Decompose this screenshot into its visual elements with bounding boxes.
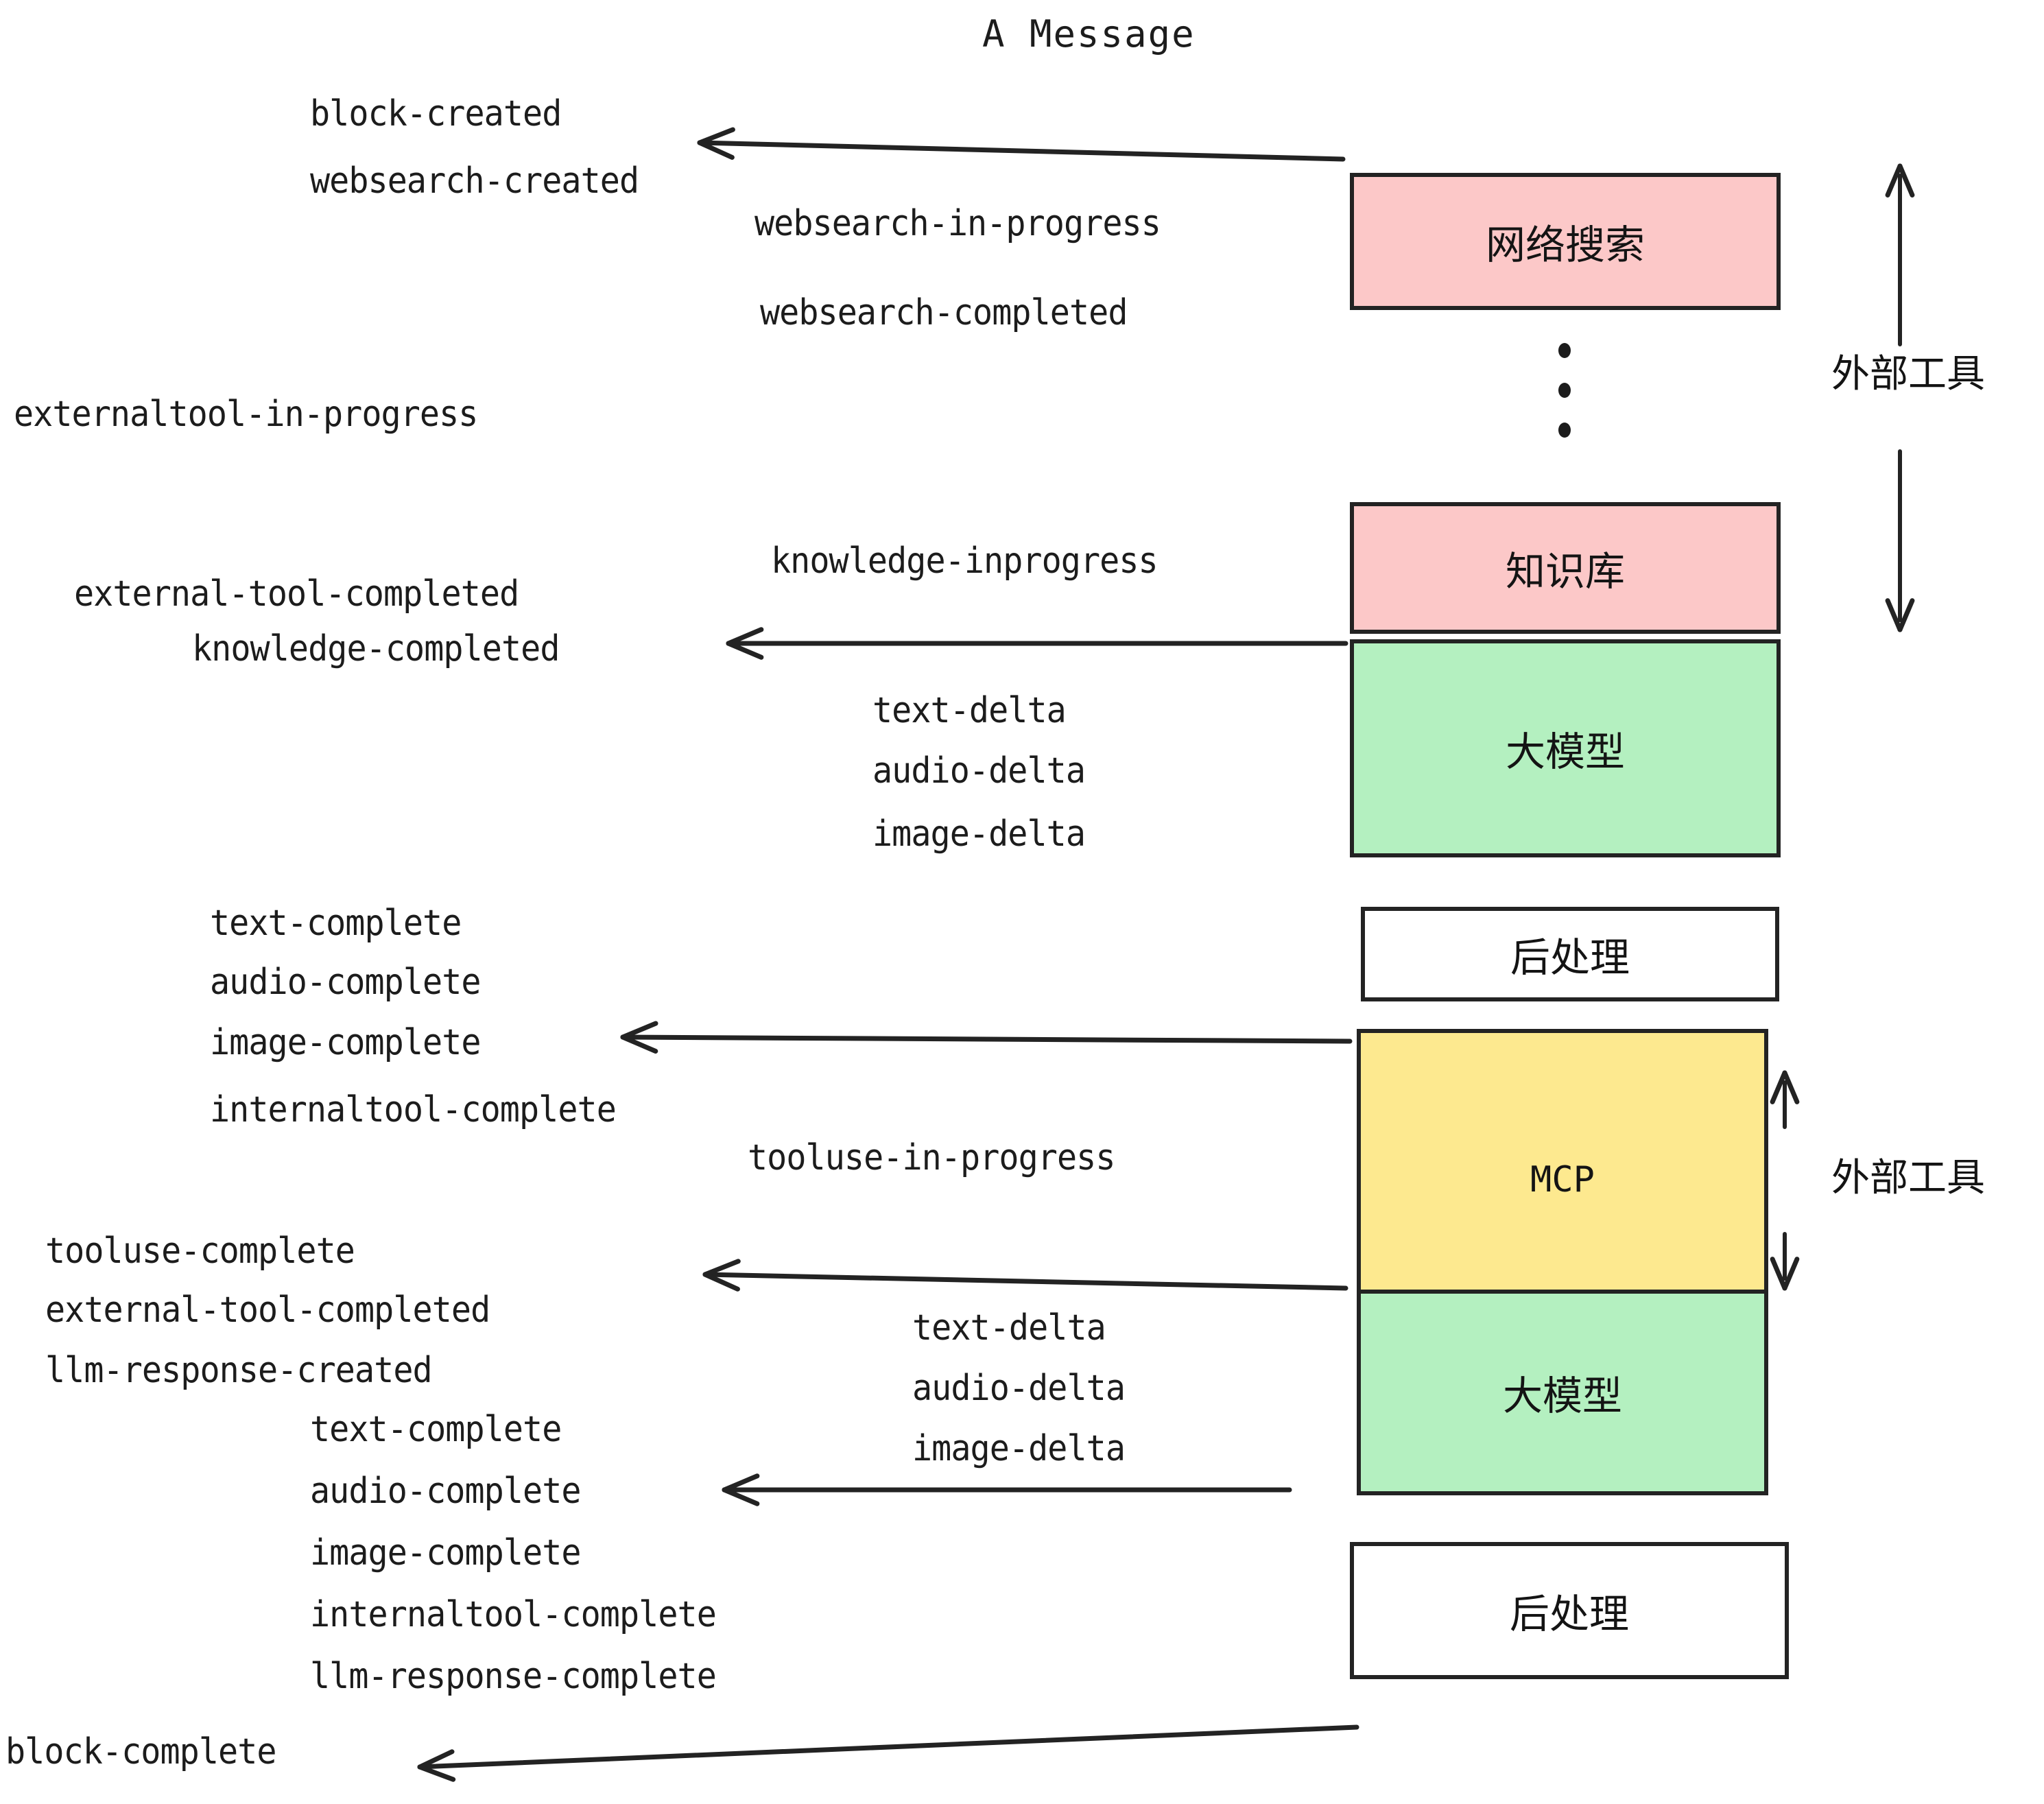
box-llm-first: 大模型 [1350, 639, 1781, 857]
event-label-image-delta-2: image-delta [912, 1428, 1126, 1469]
page-title: A Message [982, 12, 1196, 56]
box-label: 后处理 [1510, 934, 1630, 981]
event-label-external-tool-completed-2: external-tool-completed [45, 1290, 490, 1331]
box-label: 知识库 [1505, 548, 1625, 595]
event-label-tooluse-complete: tooluse-complete [45, 1231, 355, 1272]
event-label-knowledge-inprogress: knowledge-inprogress [771, 541, 1158, 582]
box-label: 网络搜索 [1485, 222, 1645, 268]
event-label-llm-response-complete: llm-response-complete [310, 1656, 717, 1697]
event-label-audio-complete-2: audio-complete [310, 1471, 582, 1512]
box-llm-second: 大模型 [1357, 1290, 1768, 1495]
event-label-audio-delta-1: audio-delta [872, 750, 1086, 792]
box-postprocess-one: 后处理 [1361, 907, 1779, 1001]
annotation-external-tools-top: 外部工具 [1831, 352, 1985, 396]
box-mcp: MCP [1357, 1029, 1768, 1331]
event-label-block-created: block-created [310, 93, 562, 134]
arrow-arrow-knowledge [726, 627, 1348, 660]
box-websearch: 网络搜索 [1350, 173, 1781, 310]
event-label-text-complete-2: text-complete [310, 1409, 562, 1450]
box-label: 大模型 [1505, 728, 1625, 775]
annotation-external-tools-bottom: 外部工具 [1831, 1156, 1985, 1200]
event-label-text-delta-2: text-delta [912, 1307, 1106, 1349]
event-label-audio-delta-2: audio-delta [912, 1368, 1126, 1409]
event-label-tooluse-in-progress: tooluse-in-progress [748, 1137, 1115, 1178]
event-label-websearch-in-progress: websearch-in-progress [754, 203, 1161, 244]
box-label: 大模型 [1502, 1373, 1622, 1419]
arrow-arrow-tooluse-complete [702, 1259, 1348, 1292]
event-label-internaltool-complete-1: internaltool-complete [210, 1089, 617, 1130]
box-knowledgebase: 知识库 [1350, 502, 1781, 634]
event-label-external-tool-completed-1: external-tool-completed [74, 573, 519, 615]
event-label-image-complete-1: image-complete [210, 1022, 482, 1063]
arrow-arrow-block-created [697, 127, 1346, 162]
event-label-externaltool-in-progress: externaltool-in-progress [14, 394, 478, 435]
event-label-block-complete: block-complete [5, 1731, 277, 1772]
event-label-websearch-completed: websearch-completed [760, 292, 1128, 333]
ellipsis-dot [1558, 343, 1571, 358]
arrow-arrow-audio-complete [722, 1473, 1292, 1506]
event-label-internaltool-complete-2: internaltool-complete [310, 1594, 717, 1635]
event-label-websearch-created: websearch-created [310, 161, 639, 202]
event-label-text-delta-1: text-delta [872, 690, 1067, 731]
event-label-image-delta-1: image-delta [872, 814, 1086, 855]
arrow-arrow-image-complete [620, 1021, 1353, 1054]
double-arrow-external-tools-range-bottom [1770, 1070, 1800, 1291]
box-postprocess-two: 后处理 [1350, 1542, 1789, 1679]
box-label: 后处理 [1509, 1591, 1629, 1637]
vertical-ellipsis-icon [1558, 343, 1571, 438]
event-label-audio-complete-1: audio-complete [210, 962, 482, 1003]
event-label-image-complete-2: image-complete [310, 1532, 582, 1574]
arrow-arrow-block-complete [417, 1724, 1359, 1782]
event-label-llm-response-created: llm-response-created [45, 1350, 433, 1391]
event-label-text-complete-1: text-complete [210, 903, 462, 944]
ellipsis-dot [1558, 423, 1571, 438]
event-label-knowledge-completed: knowledge-completed [192, 628, 560, 669]
ellipsis-dot [1558, 383, 1571, 398]
box-label: MCP [1530, 1159, 1595, 1200]
